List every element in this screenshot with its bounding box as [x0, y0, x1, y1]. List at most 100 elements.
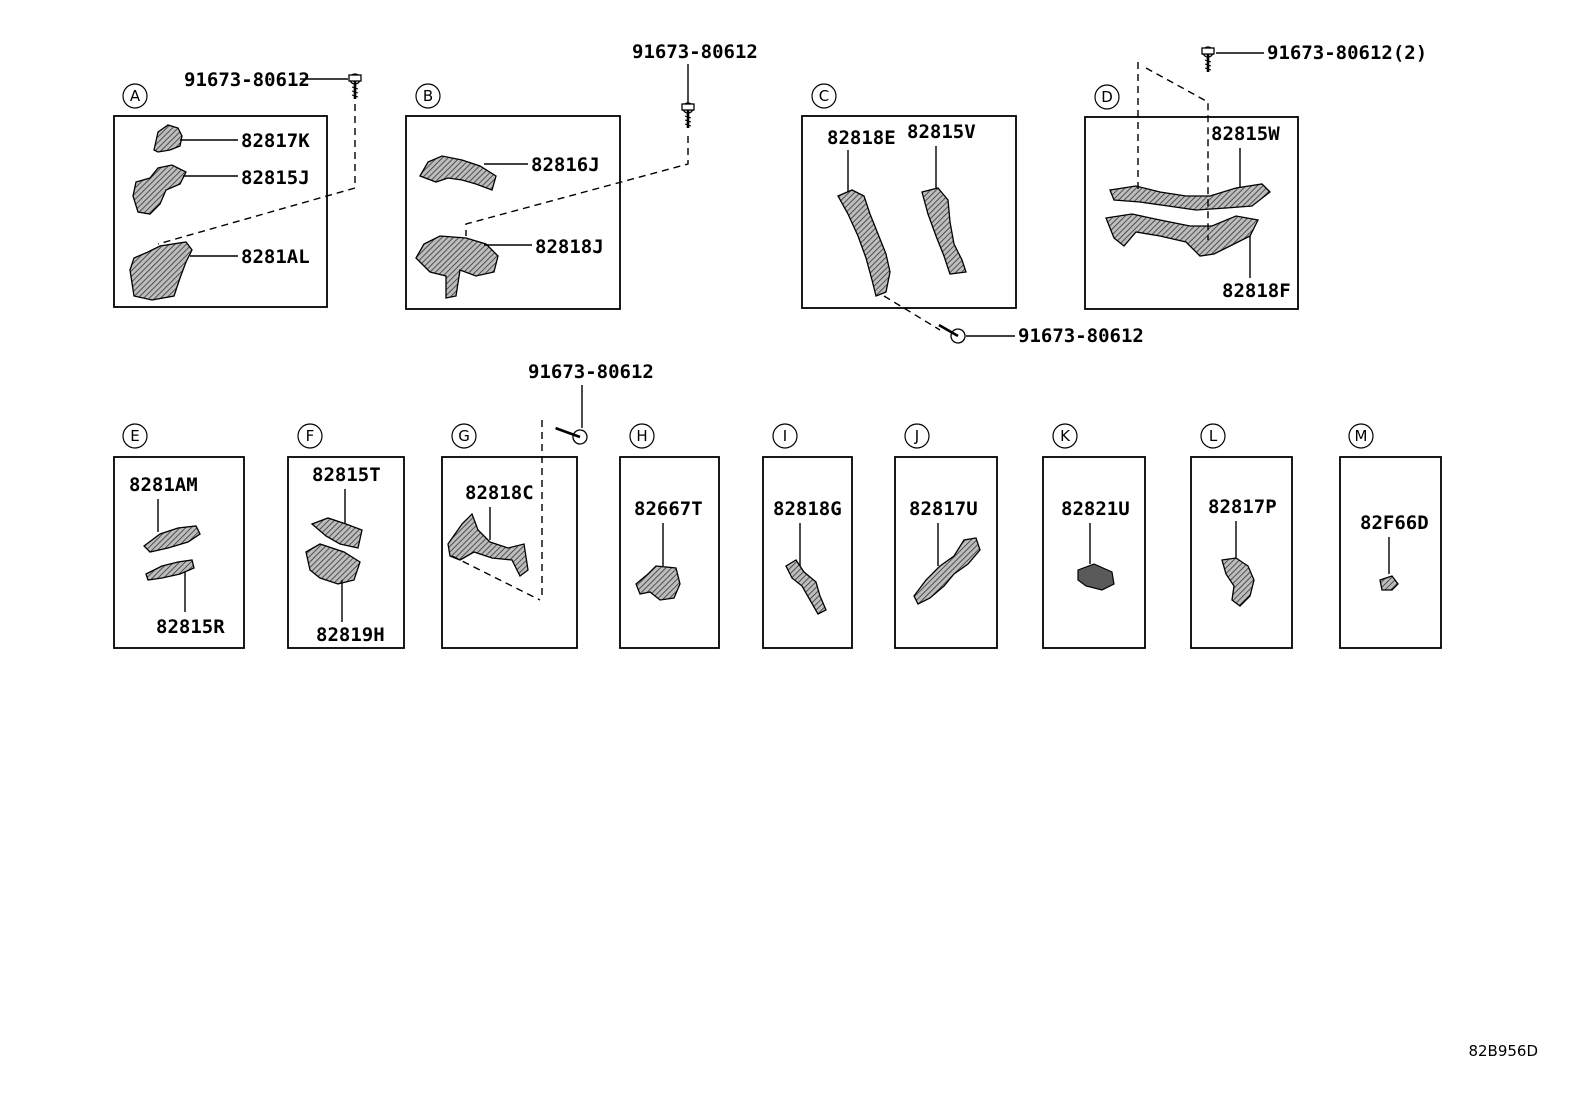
group-j-letter: J — [914, 427, 919, 445]
group-e-letter: E — [130, 427, 139, 445]
group-k-box — [1042, 456, 1146, 649]
part-label[interactable]: 82815T — [312, 464, 381, 486]
part-82818E-image — [837, 189, 891, 297]
bolt-label[interactable]: 91673-80612 — [1018, 325, 1144, 347]
bolt-icon — [938, 323, 966, 344]
part-label[interactable]: 82815R — [156, 616, 225, 638]
bolt-icon — [347, 72, 363, 101]
part-82816J-image — [419, 155, 497, 191]
group-i-marker — [772, 423, 798, 449]
part-82815J-image — [132, 164, 187, 215]
group-h-marker — [629, 423, 655, 449]
group-a-box — [113, 115, 328, 308]
bolt-label[interactable]: 91673-80612(2) — [1267, 42, 1427, 64]
part-label[interactable]: 82815J — [241, 167, 310, 189]
part-label[interactable]: 82819H — [316, 624, 385, 646]
part-82815T-image — [310, 517, 363, 549]
group-k-letter: K — [1060, 427, 1071, 445]
group-e-box — [113, 456, 245, 649]
group-m-letter: M — [1355, 427, 1368, 445]
bolt-icon — [680, 101, 696, 130]
part-label[interactable]: 82817P — [1208, 496, 1277, 518]
group-h-letter: H — [636, 427, 647, 445]
group-a-marker — [122, 83, 148, 109]
part-label[interactable]: 82818F — [1222, 280, 1291, 302]
part-82F66D-image — [1379, 575, 1399, 591]
group-g-box — [441, 456, 578, 649]
group-d-box — [1084, 116, 1299, 310]
group-j: J 82817U — [894, 423, 998, 649]
group-j-box — [894, 456, 998, 649]
part-label[interactable]: 82817U — [909, 498, 978, 520]
group-e: E 8281AM 82815R — [113, 423, 245, 649]
part-label[interactable]: 82818J — [535, 236, 604, 258]
bolt-icon — [555, 426, 588, 445]
bolt-label[interactable]: 91673-80612 — [184, 69, 310, 91]
group-g: G 82818C 91673-80612 — [441, 361, 654, 649]
group-f-letter: F — [306, 427, 315, 445]
part-82815V-image — [921, 187, 967, 275]
bolt-label[interactable]: 91673-80612 — [528, 361, 654, 383]
group-j-marker — [904, 423, 930, 449]
part-82817U-image — [913, 537, 981, 605]
part-label[interactable]: 82818E — [827, 127, 896, 149]
group-b-marker — [415, 83, 441, 109]
part-label[interactable]: 82817K — [241, 130, 310, 152]
part-label[interactable]: 82816J — [531, 154, 600, 176]
part-label[interactable]: 82821U — [1061, 498, 1130, 520]
part-label[interactable]: 82667T — [634, 498, 703, 520]
group-a-letter: A — [130, 87, 141, 105]
group-f-marker — [297, 423, 323, 449]
group-c-marker — [811, 83, 837, 109]
part-82818G-image — [785, 559, 827, 615]
group-g-letter: G — [458, 427, 470, 445]
group-h: H 82667T — [619, 423, 720, 649]
bolt-icon — [1200, 45, 1216, 74]
part-82815R-image — [145, 559, 195, 581]
part-8281AL-image — [129, 241, 193, 301]
part-label[interactable]: 82815W — [1211, 123, 1280, 145]
group-d-letter: D — [1101, 88, 1113, 106]
part-label[interactable]: 82818C — [465, 482, 534, 504]
part-82818C-image — [447, 512, 529, 577]
group-d-marker — [1094, 84, 1120, 110]
group-i: I 82818G — [762, 423, 853, 649]
part-82819H-image — [305, 543, 361, 585]
group-i-letter: I — [783, 427, 787, 445]
group-l-letter: L — [1209, 427, 1218, 445]
group-c-box — [801, 115, 1017, 309]
group-f: F 82815T 82819H — [287, 423, 405, 649]
part-label[interactable]: 82818G — [773, 498, 842, 520]
group-b: B 82816J 82818J 91673-80612 — [405, 41, 758, 310]
diagram-code: 82B956D — [1468, 1042, 1538, 1060]
group-m-marker — [1348, 423, 1374, 449]
part-82667T-image — [635, 565, 681, 601]
part-8281AM-image — [143, 525, 201, 553]
part-label[interactable]: 8281AM — [129, 474, 198, 496]
group-a: A 82817K 82815J 8281AL 91673-80612 — [113, 69, 363, 308]
group-b-letter: B — [423, 87, 433, 105]
group-g-marker — [451, 423, 477, 449]
part-label[interactable]: 82F66D — [1360, 512, 1429, 534]
group-l: L 82817P — [1190, 423, 1293, 649]
group-h-box — [619, 456, 720, 649]
group-m-box — [1339, 456, 1442, 649]
group-k-marker — [1052, 423, 1078, 449]
bolt-label[interactable]: 91673-80612 — [632, 41, 758, 63]
part-82818F-image — [1105, 213, 1259, 257]
group-m: M 82F66D — [1339, 423, 1442, 649]
group-f-box — [287, 456, 405, 649]
group-l-marker — [1200, 423, 1226, 449]
group-c-letter: C — [819, 87, 829, 105]
part-82818J-image — [415, 235, 499, 299]
part-82815W-image — [1109, 183, 1271, 211]
group-c: C 82818E 82815V 91673-80612 — [801, 83, 1144, 347]
group-l-box — [1190, 456, 1293, 649]
part-label[interactable]: 82815V — [907, 121, 976, 143]
part-82821U-image — [1077, 563, 1115, 591]
group-i-box — [762, 456, 853, 649]
group-k: K 82821U — [1042, 423, 1146, 649]
part-82817P-image — [1221, 557, 1255, 607]
part-label[interactable]: 8281AL — [241, 246, 310, 268]
